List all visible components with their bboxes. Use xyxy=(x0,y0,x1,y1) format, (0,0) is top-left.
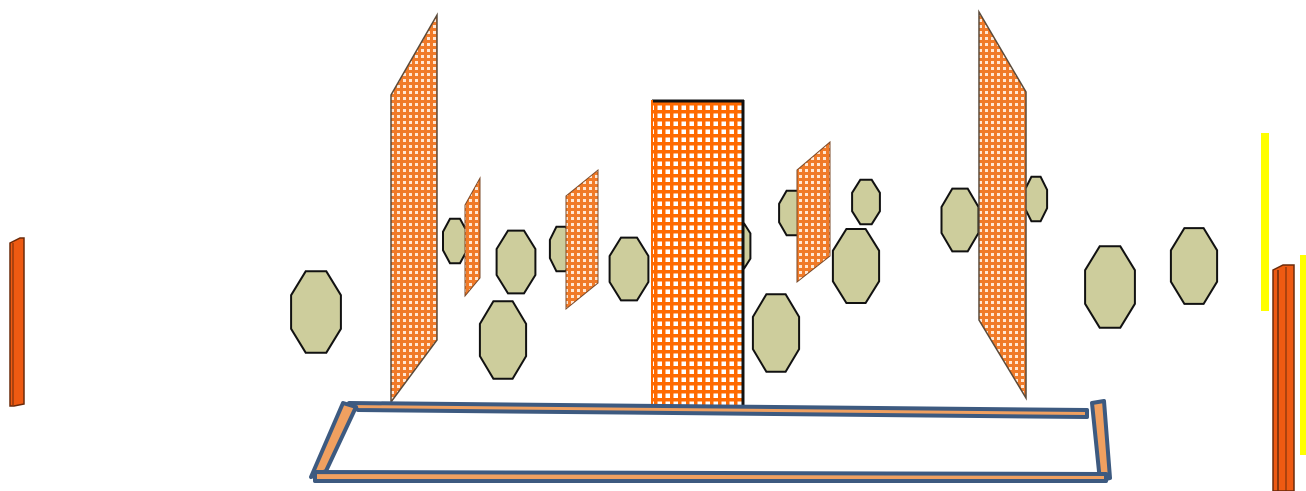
right-pillar xyxy=(1272,264,1295,491)
mesh-panel-3 xyxy=(796,140,831,284)
mesh-panel-2 xyxy=(565,168,599,311)
obstacle-blob-3 xyxy=(495,229,537,295)
obstacle-blob-15 xyxy=(1084,245,1136,329)
left-post xyxy=(9,237,25,407)
obstacle-blob-16 xyxy=(1169,227,1219,305)
obstacle-blob-12 xyxy=(851,178,881,226)
obstacle-blob-6 xyxy=(608,236,650,302)
center-tower xyxy=(651,99,745,406)
obstacle-blob-2 xyxy=(442,217,468,265)
obstacle-blob-11 xyxy=(831,228,881,304)
yellow-marker-2 xyxy=(1300,255,1306,455)
obstacle-blob-13 xyxy=(940,187,980,253)
platform xyxy=(309,399,1112,483)
wall-right xyxy=(978,9,1027,401)
mesh-panel-1 xyxy=(464,176,481,298)
wall-left xyxy=(390,12,438,405)
obstacle-blob-1 xyxy=(290,270,342,354)
obstacle-blob-9 xyxy=(751,293,801,373)
obstacle-blob-14 xyxy=(1023,175,1049,223)
obstacle-blob-4 xyxy=(478,300,528,380)
yellow-marker-1 xyxy=(1261,133,1269,311)
